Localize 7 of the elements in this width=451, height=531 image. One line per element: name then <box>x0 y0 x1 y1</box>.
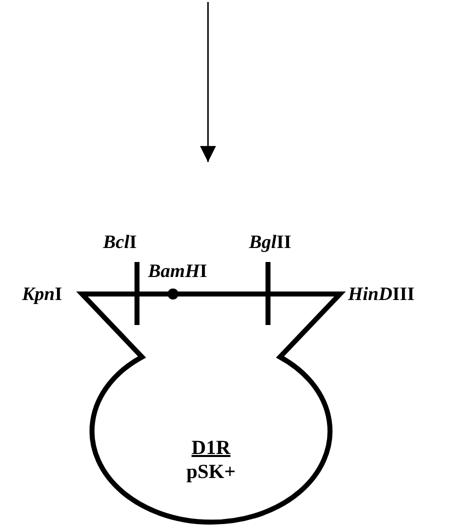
restriction-site-label: BclI <box>103 233 137 252</box>
vector-name: pSK+ <box>185 462 237 482</box>
restriction-site-label: HinDIII <box>348 285 415 304</box>
restriction-site-label: BglII <box>249 233 292 252</box>
insert-name: D1R <box>190 438 232 458</box>
restriction-site-label: KpnI <box>22 285 62 304</box>
restriction-site-label: BamHI <box>148 262 208 281</box>
